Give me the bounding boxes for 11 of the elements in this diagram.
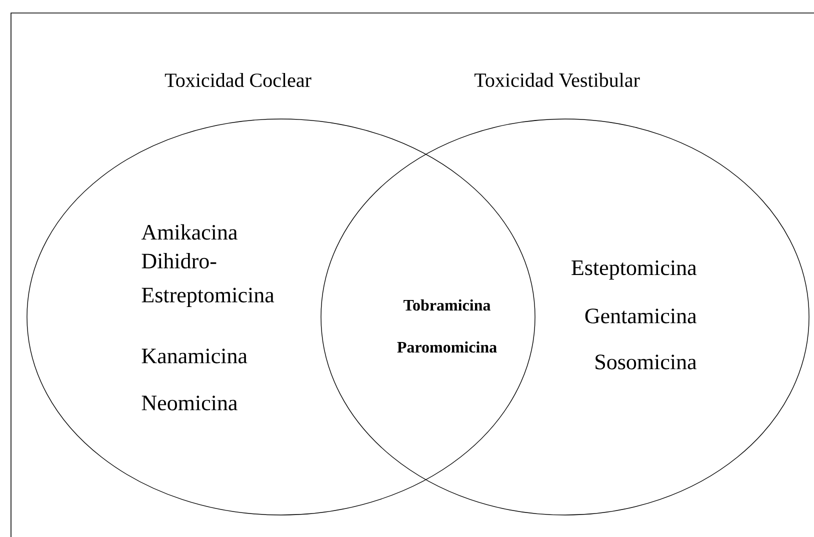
list-item: Kanamicina	[142, 348, 248, 364]
list-item: Neomicina	[142, 396, 238, 410]
list-item: Gentamicina	[585, 308, 697, 324]
set-title: Toxicidad Vestibular	[474, 72, 640, 88]
overlap-label: Tobramicina	[404, 299, 490, 311]
list-item: Sosomicina	[596, 354, 697, 370]
set-title: Toxicidad Coclear	[164, 72, 312, 88]
overlap-label: Paromomicina	[397, 341, 497, 353]
list-item: Amikacina	[141, 224, 238, 240]
list-item: Dihidro- Estreptomicina	[142, 253, 274, 307]
list-item: Esteptomicina	[572, 260, 697, 280]
